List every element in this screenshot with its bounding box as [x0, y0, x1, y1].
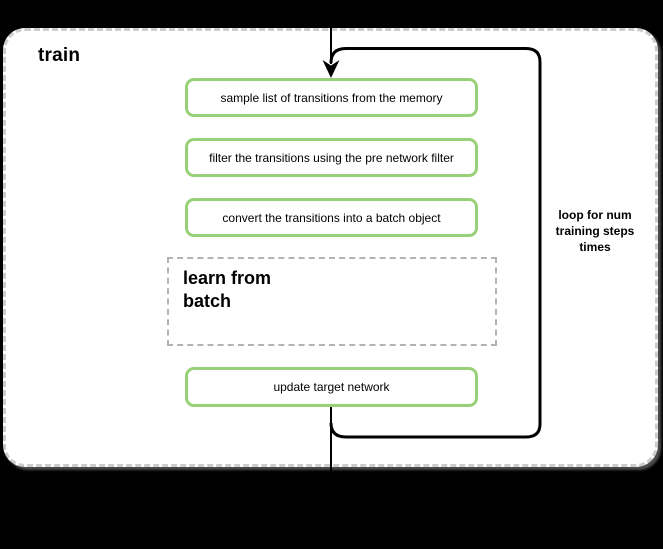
step-update-target-network-label: update target network: [273, 380, 390, 394]
subprocess-learn-from-batch: learn from batch: [167, 257, 497, 346]
step-convert-batch: convert the transitions into a batch obj…: [185, 198, 478, 237]
subprocess-label: learn from batch: [183, 268, 272, 311]
step-update-target-network: update target network: [185, 367, 478, 407]
loop-annotation: loop for num training steps times: [555, 208, 635, 255]
train-group-label: train: [38, 45, 81, 66]
step-filter-transitions-label: filter the transitions using the pre net…: [209, 150, 454, 165]
step-sample-transitions-label: sample list of transitions from the memo…: [220, 90, 443, 105]
step-filter-transitions: filter the transitions using the pre net…: [185, 138, 478, 177]
step-sample-transitions: sample list of transitions from the memo…: [185, 78, 478, 117]
step-convert-batch-label: convert the transitions into a batch obj…: [222, 210, 441, 225]
